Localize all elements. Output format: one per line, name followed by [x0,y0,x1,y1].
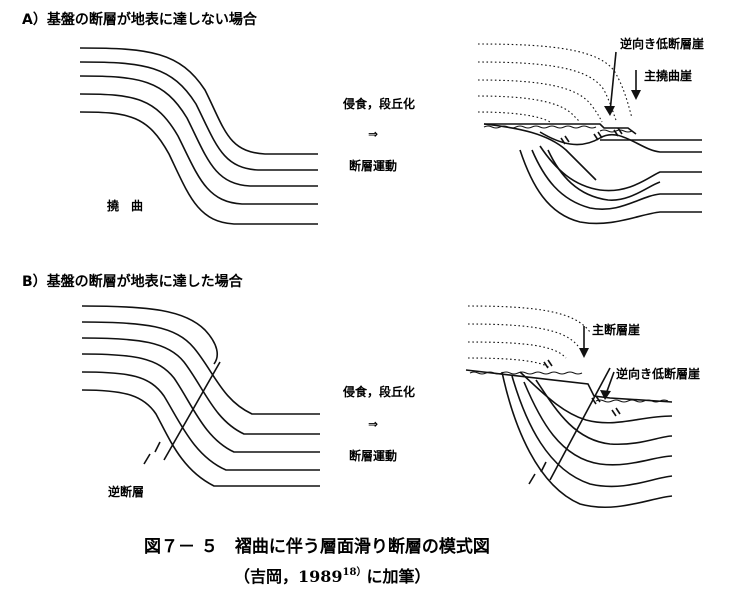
b-reverse-scarp-arrowhead [600,390,611,400]
caption-source-ref: 18） [343,565,367,578]
a-left-flexure [79,47,318,225]
caption-source-prefix: （吉岡，1989 [234,567,343,586]
a-right-faulted [477,43,702,225]
a-process-erosion: 侵食，段丘化 [342,96,415,111]
caption-source-suffix: に加筆） [366,567,430,586]
b-process-erosion: 侵食，段丘化 [342,384,415,399]
a-process-faulting: 断層運動 [349,158,397,173]
a-process-arrow: ⇒ [368,127,378,141]
a-reverse-scarp-label: 逆向き低断層崖 [620,36,704,51]
a-reverse-scarp-arrow [609,51,617,113]
b-right-faulted [465,305,673,508]
figure-caption-source: （吉岡，198918）に加筆） [234,565,430,586]
a-reverse-scarp-arrowhead [604,106,615,116]
b-reverse-scarp-arrow [605,371,615,395]
b-main-scarp-arrowhead [579,348,589,358]
b-process-arrow: ⇒ [368,417,378,431]
b-left-faulted [81,305,320,487]
a-main-flexure-label: 主撓曲崖 [644,68,692,83]
b-reverse-fault-label: 逆断層 [108,484,144,499]
figure-caption-title: 図７－ ５ 褶曲に伴う層面滑り断層の模式図 [144,536,490,557]
a-main-flexure-arrowhead [631,90,641,100]
b-reverse-scarp-label: 逆向き低断層崖 [616,366,700,381]
section-b-heading: B）基盤の断層が地表に達した場合 [22,273,244,290]
a-flexure-label: 撓 曲 [107,198,143,213]
b-process-faulting: 断層運動 [349,448,397,463]
section-a-heading: A）基盤の断層が地表に達しない場合 [22,11,258,28]
b-main-scarp-label: 主断層崖 [592,322,640,337]
